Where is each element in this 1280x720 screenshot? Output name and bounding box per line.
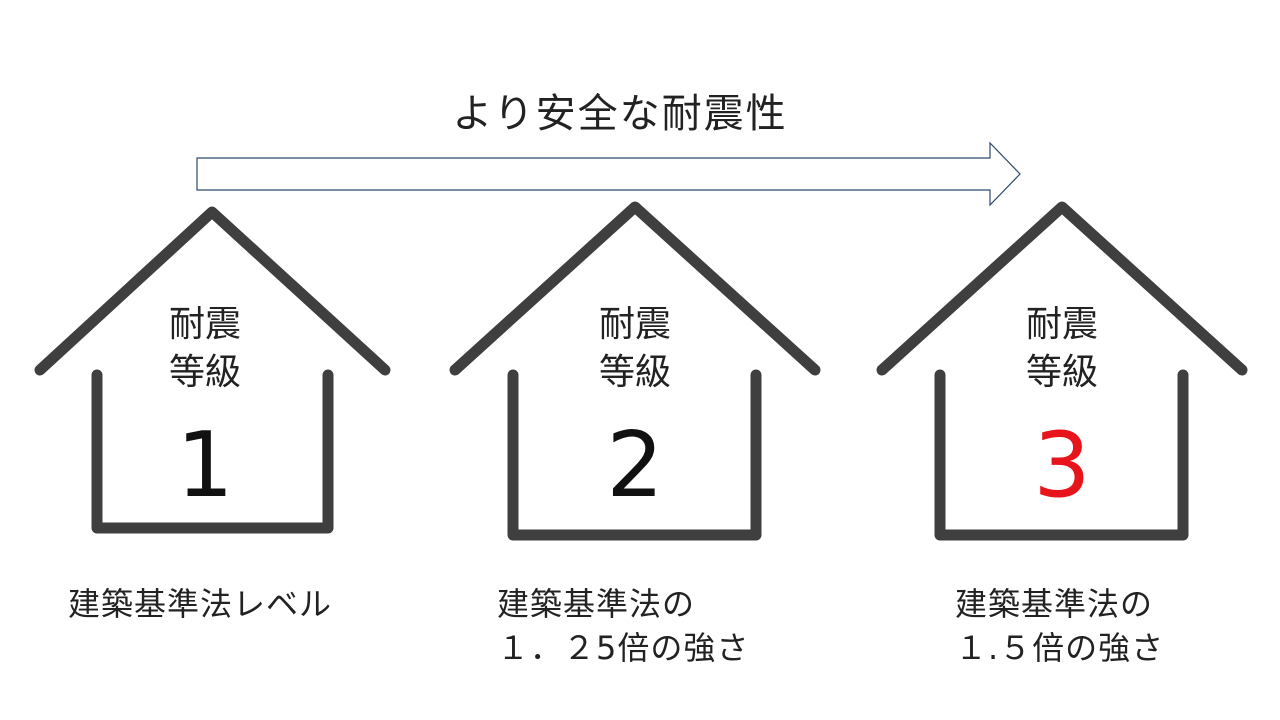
house-3-label-bottom: 等級: [1025, 352, 1098, 393]
house-1-label-top: 耐震: [168, 304, 241, 345]
progress-arrow: [196, 141, 1021, 207]
headline: より安全な耐震性: [452, 91, 788, 137]
house-3-caption-line2: １.５倍の強さ: [955, 629, 1165, 667]
house-2-caption-line1: 建築基準法の: [497, 585, 696, 623]
house-2-label-bottom: 等級: [598, 352, 671, 393]
house-3-level: 3: [1033, 413, 1091, 518]
house-1-label-bottom: 等級: [168, 352, 241, 393]
house-outline-2: [449, 201, 821, 541]
house-1-caption-line1: 建築基準法レベル: [68, 585, 333, 623]
house-3-caption-line1: 建築基準法の: [955, 585, 1154, 623]
house-2-caption-line2: １．２5倍の強さ: [497, 629, 750, 667]
house-3-label-top: 耐震: [1025, 304, 1098, 345]
house-2-level: 2: [606, 413, 664, 518]
house-outline-3: [876, 201, 1248, 541]
house-2-label-top: 耐震: [598, 304, 671, 345]
house-outline-1: [34, 206, 391, 534]
house-1-level: 1: [176, 413, 234, 518]
